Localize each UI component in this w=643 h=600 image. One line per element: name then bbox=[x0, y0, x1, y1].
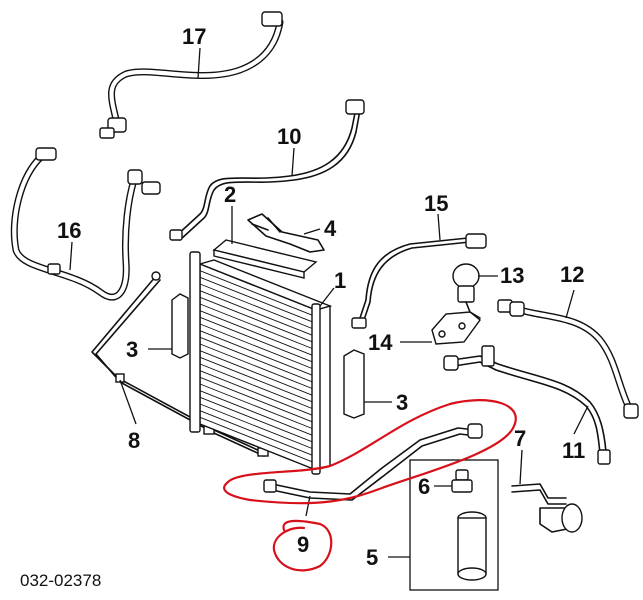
condenser-fin bbox=[199, 390, 317, 438]
callout-3-right: 3 bbox=[396, 390, 408, 415]
part-3-right-guide[interactable] bbox=[343, 349, 365, 419]
callout-6: 6 bbox=[418, 474, 430, 499]
callout-4: 4 bbox=[324, 216, 337, 241]
part-6-valve[interactable] bbox=[451, 469, 473, 493]
condenser-fin bbox=[199, 350, 317, 398]
condenser-fin bbox=[199, 270, 317, 318]
part-3-left-guide[interactable] bbox=[171, 293, 189, 359]
callout-1: 1 bbox=[334, 268, 346, 293]
part-13-sensor[interactable] bbox=[452, 263, 481, 319]
condenser-fin bbox=[199, 363, 317, 411]
drawing-code: 032-02378 bbox=[20, 571, 101, 590]
part-2-seal[interactable] bbox=[212, 239, 318, 279]
callout-17: 17 bbox=[182, 24, 206, 49]
part-15-pipe[interactable] bbox=[351, 233, 487, 329]
condenser-fin bbox=[199, 383, 317, 431]
callout-3-left: 3 bbox=[126, 337, 138, 362]
condenser-fin bbox=[199, 316, 317, 364]
callout-13: 13 bbox=[500, 263, 524, 288]
receiver-dryer[interactable] bbox=[457, 511, 487, 581]
condenser-fin bbox=[199, 310, 317, 358]
condenser-fin bbox=[199, 370, 317, 418]
condenser-fin bbox=[199, 323, 317, 371]
part-5-receiver-dryer-kit[interactable] bbox=[409, 459, 499, 591]
callout-9: 9 bbox=[297, 532, 309, 557]
part-16-hose[interactable] bbox=[10, 147, 161, 301]
condenser-fin bbox=[199, 343, 317, 391]
leader-lines bbox=[69, 47, 589, 558]
callout-12: 12 bbox=[560, 262, 584, 287]
condenser-fin bbox=[199, 376, 317, 424]
condenser-fin bbox=[199, 296, 317, 344]
callout-labels: 17 10 16 2 4 15 1 13 12 3 14 3 8 7 11 6 … bbox=[20, 24, 585, 590]
callout-15: 15 bbox=[424, 191, 448, 216]
part-17-hose[interactable] bbox=[99, 11, 284, 139]
callout-5: 5 bbox=[366, 545, 378, 570]
callout-11: 11 bbox=[562, 438, 585, 463]
condenser-fin bbox=[199, 356, 317, 404]
callout-7: 7 bbox=[514, 426, 526, 451]
part-11-hose[interactable] bbox=[443, 345, 611, 465]
condenser-fin bbox=[199, 336, 317, 384]
part-10-hose[interactable] bbox=[169, 99, 365, 241]
callout-8: 8 bbox=[128, 428, 140, 453]
condenser-fin bbox=[199, 330, 317, 378]
condenser-fin bbox=[199, 276, 317, 324]
callout-14: 14 bbox=[368, 330, 393, 355]
condenser-fin bbox=[199, 403, 317, 451]
condenser-fin bbox=[199, 410, 317, 458]
part-1-condenser[interactable] bbox=[189, 251, 333, 475]
part-8-pipe[interactable] bbox=[91, 271, 269, 457]
red-highlight-marker bbox=[223, 399, 517, 572]
callout-10: 10 bbox=[277, 124, 301, 149]
callout-2: 2 bbox=[224, 182, 236, 207]
condenser-fin bbox=[199, 396, 317, 444]
part-14-bracket[interactable] bbox=[431, 311, 481, 345]
callout-16: 16 bbox=[57, 218, 81, 243]
part-4-bracket[interactable] bbox=[247, 213, 325, 253]
part-7-clamp[interactable] bbox=[511, 483, 583, 533]
condenser-fin bbox=[199, 283, 317, 331]
condenser-fin bbox=[199, 416, 317, 464]
condenser-fin bbox=[199, 303, 317, 351]
part-12-hose[interactable] bbox=[497, 299, 639, 419]
condenser-fin bbox=[199, 290, 317, 338]
